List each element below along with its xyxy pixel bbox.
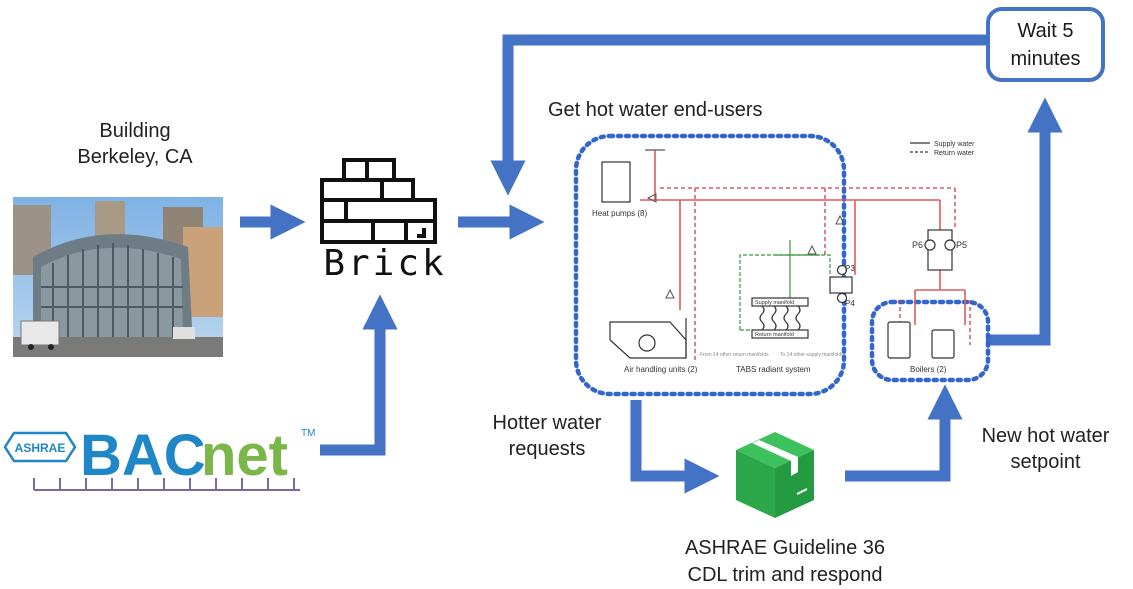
end-users-title: Get hot water end-users (548, 99, 763, 121)
legend-supply-label: Supply water (934, 141, 975, 148)
bacnet-tm-text: TM (301, 428, 315, 439)
p3-label: P3 (845, 264, 855, 273)
hotter-label-line2: requests (508, 438, 586, 460)
building-photo (13, 197, 223, 357)
wait-label-line2: minutes (1010, 47, 1081, 70)
building-label-line1: Building (99, 120, 171, 142)
hydronic-schematic (601, 142, 971, 360)
bacnet-logo: ASHRAE BAC net TM (3, 423, 315, 491)
schematic-labels: Supply water Return water Heat pumps (8)… (592, 141, 975, 374)
boilers-label: Boilers (2) (910, 365, 947, 374)
from-other-label: From 14 other return manifolds (700, 352, 769, 358)
arrow-boilers-to-wait (986, 97, 1063, 346)
guideline-line1: ASHRAE Guideline 36 (684, 537, 886, 559)
heat-pumps-label: Heat pumps (8) (592, 209, 647, 218)
building-label-line2: Berkeley, CA (77, 146, 193, 168)
guideline-line2: CDL trim and respond (687, 564, 883, 586)
brick-label: Brick (323, 243, 447, 284)
brick-logo-icon (320, 158, 437, 244)
building-label: Building Berkeley, CA (40, 118, 230, 170)
bacnet-bac-text: BAC (80, 423, 206, 488)
new-setpoint-line1: New hot water (981, 425, 1110, 447)
package-icon (736, 432, 814, 518)
arrow-endusers-to-guideline (630, 400, 720, 494)
flow-arrows (240, 34, 1063, 494)
bacnet-net-text: net (201, 423, 288, 488)
endusers-dotted-boundary (573, 133, 847, 397)
new-setpoint-label: New hot water setpoint (958, 423, 1133, 475)
air-handling-label: Air handling units (2) (624, 365, 698, 374)
wait-label-line1: Wait 5 (1017, 19, 1074, 42)
supply-manifold-label: Supply manifold (755, 300, 794, 306)
to-other-label: To 14 other supply manifolds (780, 352, 844, 358)
p6-label: P6 (912, 240, 923, 250)
guideline-label: ASHRAE Guideline 36 CDL trim and respond (615, 535, 955, 589)
hotter-water-label: Hotter water requests (462, 410, 632, 462)
new-setpoint-line2: setpoint (1010, 451, 1081, 473)
arrow-bacnet-to-brick (320, 294, 398, 456)
arrow-wait-to-endusers (490, 34, 986, 196)
boilers-dotted-boundary (869, 299, 991, 383)
hotter-label-line1: Hotter water (492, 412, 602, 434)
p4-label: P4 (845, 299, 855, 308)
legend-return-label: Return water (934, 150, 975, 157)
return-manifold-label: Return manifold (755, 332, 794, 338)
wait-box: Wait 5 minutes (986, 7, 1105, 82)
ashrae-logo-text: ASHRAE (15, 441, 66, 455)
p5-label: P5 (956, 240, 967, 250)
tabs-label: TABS radiant system (736, 365, 811, 374)
arrow-guideline-to-boilers (845, 384, 963, 482)
